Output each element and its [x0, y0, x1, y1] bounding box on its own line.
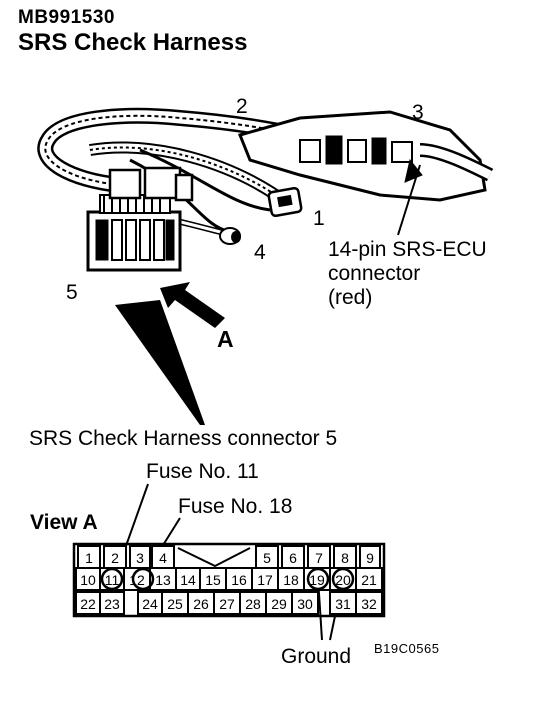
- pin-20: 20: [335, 572, 351, 588]
- ecu-label-line1: 14-pin SRS-ECU: [328, 238, 487, 261]
- pin-24: 24: [142, 596, 158, 612]
- pin-15: 15: [205, 572, 221, 588]
- pin-17: 17: [257, 572, 273, 588]
- pin-8: 8: [341, 550, 349, 566]
- pin-1: 1: [85, 550, 93, 566]
- pin-12-marker: [131, 567, 155, 591]
- callout-3: 3: [412, 101, 424, 124]
- harness-connector-label: SRS Check Harness connector 5: [29, 427, 338, 450]
- pin-29: 29: [271, 596, 287, 612]
- ground-label: Ground: [281, 645, 352, 668]
- pin-30: 30: [297, 596, 313, 612]
- pin-13: 13: [155, 572, 171, 588]
- pin-21: 21: [361, 572, 377, 588]
- pin-9: 9: [366, 550, 374, 566]
- pin-25: 25: [167, 596, 183, 612]
- pin-6: 6: [289, 550, 297, 566]
- harness-connector-5: [86, 166, 194, 272]
- ecu-label-line2: connector: [328, 262, 421, 285]
- pin-19: 19: [309, 572, 325, 588]
- pin-20-marker: [331, 567, 355, 591]
- tool-code: MB991530: [18, 7, 115, 28]
- pin-2: 2: [111, 550, 119, 566]
- callout-4: 4: [254, 241, 266, 264]
- callout-1: 1: [313, 207, 325, 230]
- pin-23-cell: [99, 591, 125, 615]
- pin-14: 14: [180, 572, 196, 588]
- pin-22: 22: [80, 596, 96, 612]
- pin-7: 7: [315, 550, 323, 566]
- pin-10: 10: [80, 572, 96, 588]
- connector-key: [177, 547, 251, 568]
- pin-32: 32: [361, 596, 377, 612]
- pin-4: 4: [159, 550, 167, 566]
- arrow-a: [160, 282, 225, 328]
- pin-31: 31: [335, 596, 351, 612]
- connector-frame: [72, 542, 386, 618]
- pin-28: 28: [245, 596, 261, 612]
- ecu-connector-label: 14-pin SRS-ECU connector (red): [328, 238, 487, 310]
- callout-2: 2: [236, 95, 248, 118]
- figure-code: B19C0565: [374, 641, 440, 656]
- pin-26: 26: [193, 596, 209, 612]
- srs-ecu-connector-3: [237, 110, 494, 202]
- pin-19-marker: [306, 567, 330, 591]
- view-a-label: View A: [30, 511, 98, 534]
- connector-1: [267, 186, 303, 218]
- pin-16: 16: [231, 572, 247, 588]
- pin-27: 27: [219, 596, 235, 612]
- pin-30-cell: [291, 591, 319, 615]
- fuse11-label: Fuse No. 11: [146, 460, 259, 483]
- label-pointer-wedge: [115, 300, 205, 425]
- harness-cable: [37, 107, 322, 237]
- pin-11: 11: [105, 572, 120, 588]
- fuse18-label: Fuse No. 18: [178, 495, 293, 518]
- pin-18: 18: [283, 572, 299, 588]
- pin-21-cell: [355, 567, 383, 591]
- pin-5: 5: [263, 550, 271, 566]
- ecu-leader-line: [397, 164, 421, 236]
- page-title: SRS Check Harness: [18, 29, 248, 56]
- pin-32-cell: [355, 591, 383, 615]
- pin-3: 3: [136, 550, 144, 566]
- ecu-label-line3: (red): [328, 286, 373, 309]
- pin-23: 23: [104, 596, 120, 612]
- pin-11-marker: [100, 567, 124, 591]
- arrow-a-label: A: [217, 326, 234, 352]
- plug-4: [219, 227, 241, 245]
- callout-5: 5: [66, 281, 78, 304]
